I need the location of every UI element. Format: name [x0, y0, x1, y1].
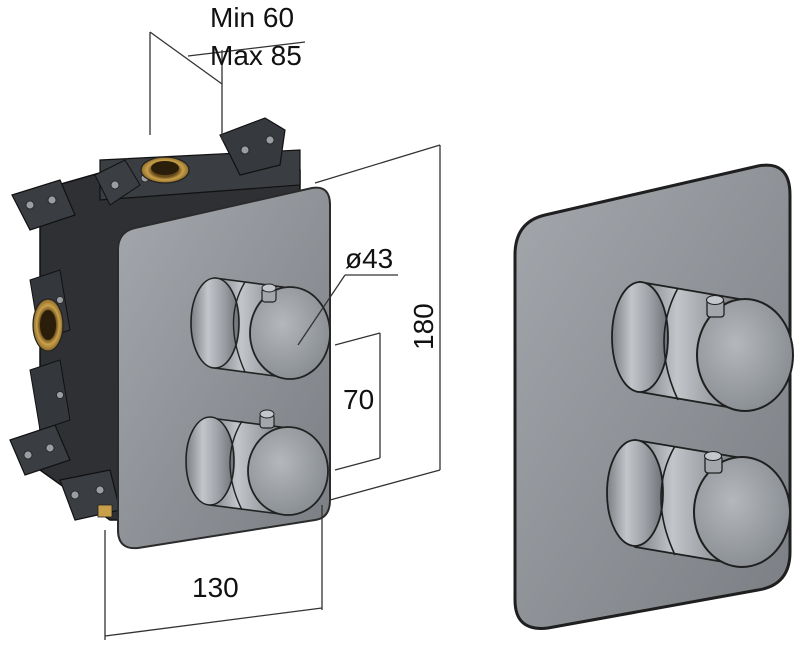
- depth-max-label: Max 85: [210, 40, 302, 71]
- knob-diameter-label: ø43: [345, 243, 394, 274]
- left-knob-upper: [190, 277, 331, 380]
- depth-min-label: Min 60: [210, 2, 295, 33]
- left-knob-lower: [185, 409, 329, 516]
- dimension-lines: [104, 31, 441, 640]
- right-knob-upper: [611, 280, 794, 412]
- plate-height-label: 180: [408, 303, 439, 350]
- knob-spacing-label: 70: [343, 384, 375, 415]
- plate-width-label: 130: [192, 572, 239, 603]
- right-knob-lower: [606, 438, 791, 568]
